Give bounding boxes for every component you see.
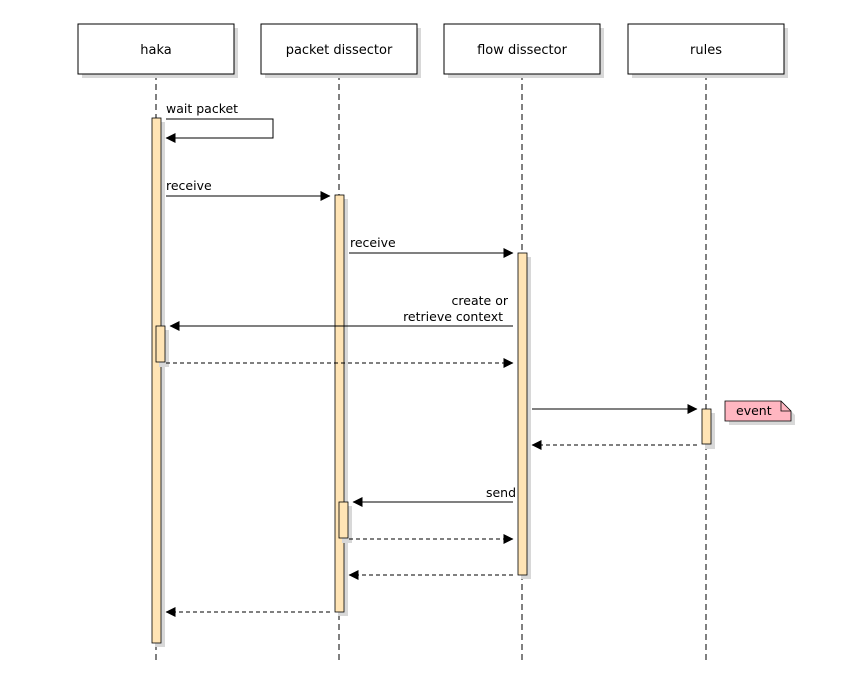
note-label: event (736, 403, 772, 418)
participant-haka: haka (77, 23, 238, 78)
participant-label: flow dissector (477, 43, 568, 58)
participant-rules: rules (627, 23, 788, 78)
activation-packet-dissector-send (338, 501, 349, 539)
message-label: wait packet (166, 101, 238, 116)
message-wait-packet: wait packet (165, 101, 274, 143)
message-receive-packet: receive (166, 178, 331, 201)
message-create-or-retrieve-context: create or retrieve context (169, 293, 513, 331)
message-label: receive (166, 178, 212, 193)
note-event: event (724, 400, 795, 425)
activation-rules (701, 408, 712, 445)
messages: wait packet receive receive create or re… (165, 101, 698, 617)
activation-haka (151, 117, 162, 644)
lifelines (155, 74, 707, 664)
participant-flow-dissector: flow dissector (443, 23, 604, 78)
message-label-line-1: create or (452, 293, 509, 308)
activation-flow-dissector (517, 252, 528, 576)
participant-packet-dissector: packet dissector (260, 23, 421, 78)
message-label: send (486, 485, 516, 500)
participant-label: rules (690, 43, 722, 58)
participant-label: packet dissector (286, 43, 393, 58)
message-label: receive (350, 235, 396, 250)
message-send: send (352, 485, 516, 507)
activations (151, 117, 715, 647)
activation-packet-dissector (334, 194, 345, 613)
message-label-line-2: retrieve context (403, 309, 503, 324)
activation-haka-context (155, 325, 166, 363)
message-receive-flow: receive (349, 235, 514, 258)
participant-label: haka (140, 43, 171, 58)
